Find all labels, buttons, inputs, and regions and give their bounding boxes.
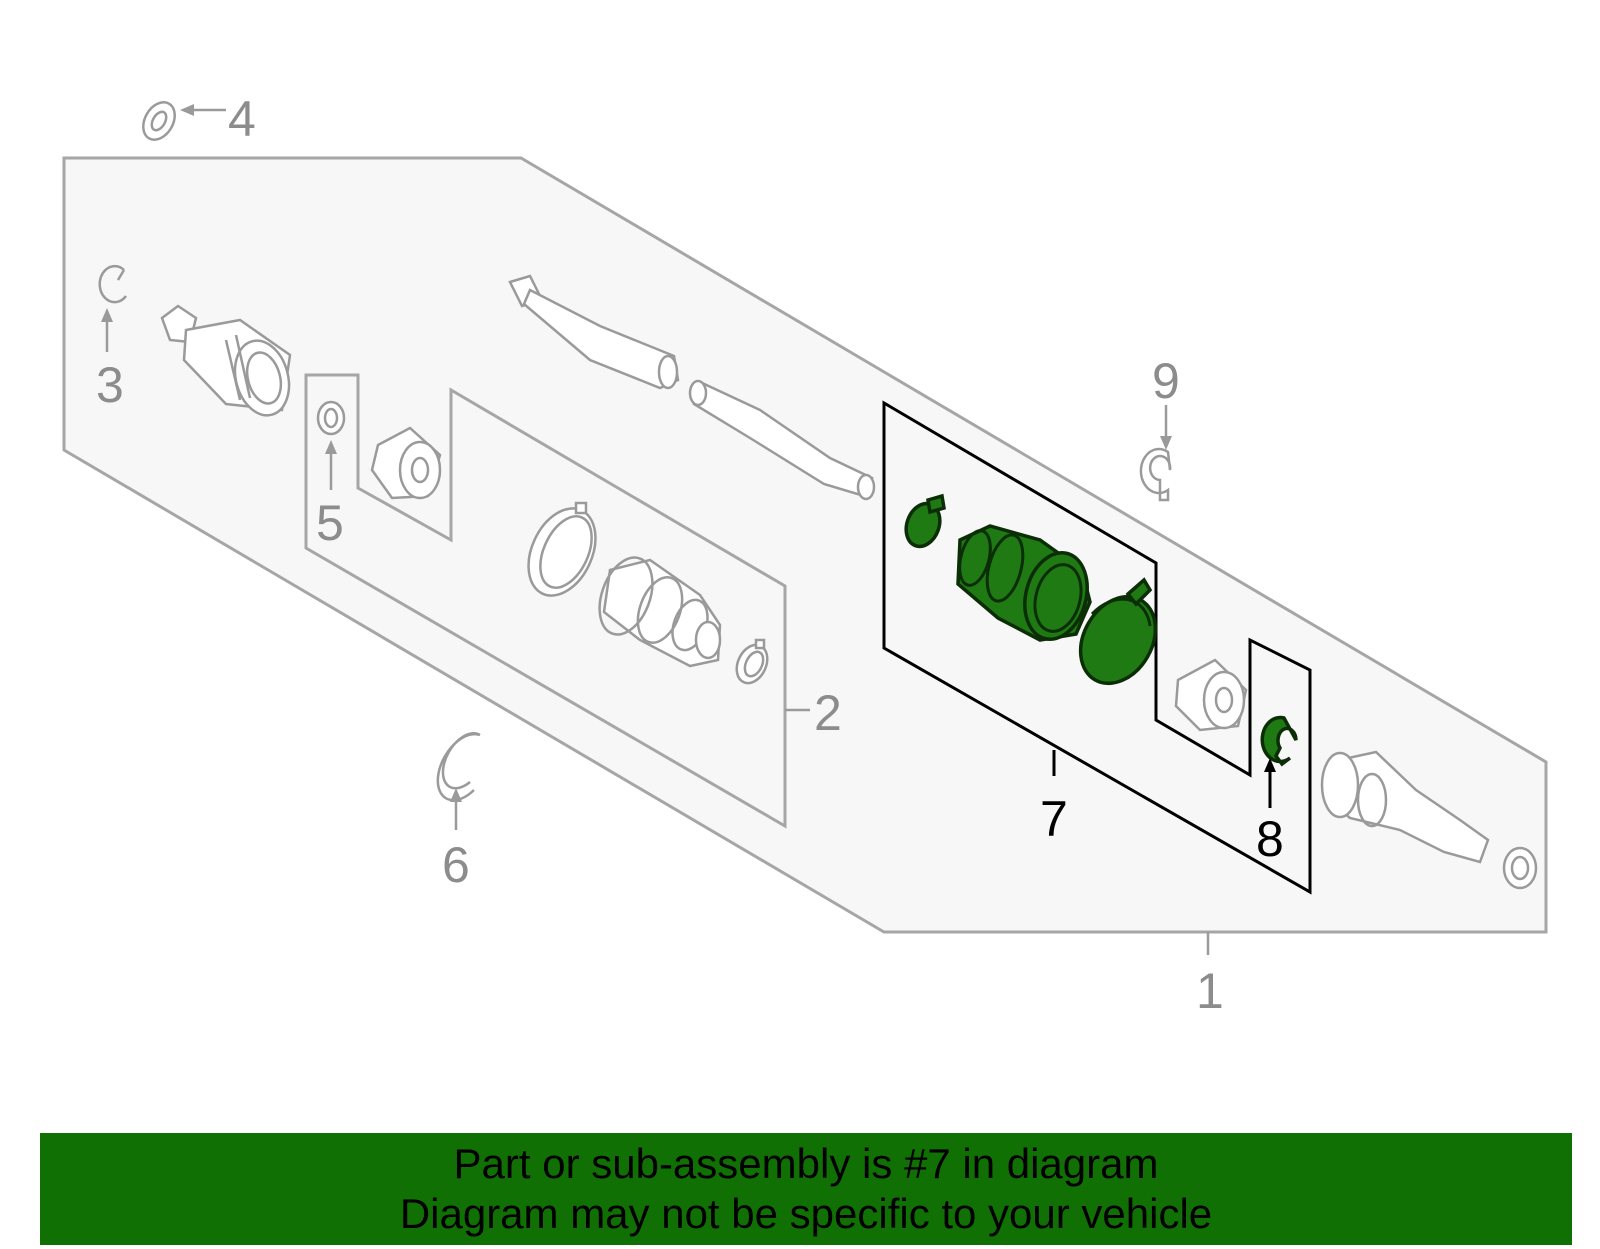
subassembly-7-bracket — [882, 400, 1312, 895]
callout-7: 7 — [1040, 791, 1068, 847]
banner-line-2: Diagram may not be specific to your vehi… — [399, 1190, 1213, 1237]
ring-5-icon — [316, 400, 346, 436]
inner-cv-housing-icon — [160, 304, 292, 417]
end-ring-icon — [1502, 846, 1538, 890]
small-clamp-left-icon — [735, 638, 769, 685]
banner-line-1: Part or sub-assembly is #7 in diagram — [453, 1140, 1159, 1187]
clip-9-icon — [1139, 447, 1172, 502]
halfshaft-icon — [508, 274, 876, 501]
ring-6-icon — [436, 732, 481, 802]
callout-2: 2 — [814, 685, 842, 741]
callout-5: 5 — [316, 495, 344, 551]
callout-9: 9 — [1152, 353, 1180, 409]
callout-8: 8 — [1256, 811, 1284, 867]
callout-4: 4 — [228, 91, 256, 147]
callout-1: 1 — [1196, 963, 1224, 1019]
boot-clamp-left-icon — [527, 501, 597, 597]
callout-6: 6 — [442, 837, 470, 893]
callout-3: 3 — [96, 357, 124, 413]
tripod-bearing-left-icon — [370, 426, 442, 500]
info-banner: Part or sub-assembly is #7 in diagram Di… — [40, 1133, 1572, 1245]
tripod-bearing-right-icon — [1174, 658, 1248, 732]
boot-kit-7-icon — [904, 493, 1298, 767]
outer-cv-joint-icon — [1320, 750, 1490, 864]
washer-4-icon — [142, 101, 176, 141]
assembly-1-frame — [62, 156, 1548, 934]
leader-lines — [101, 104, 1276, 955]
subassembly-2-bracket — [304, 373, 787, 829]
boot-left-icon — [598, 556, 722, 668]
snap-ring-3-icon — [98, 264, 128, 304]
